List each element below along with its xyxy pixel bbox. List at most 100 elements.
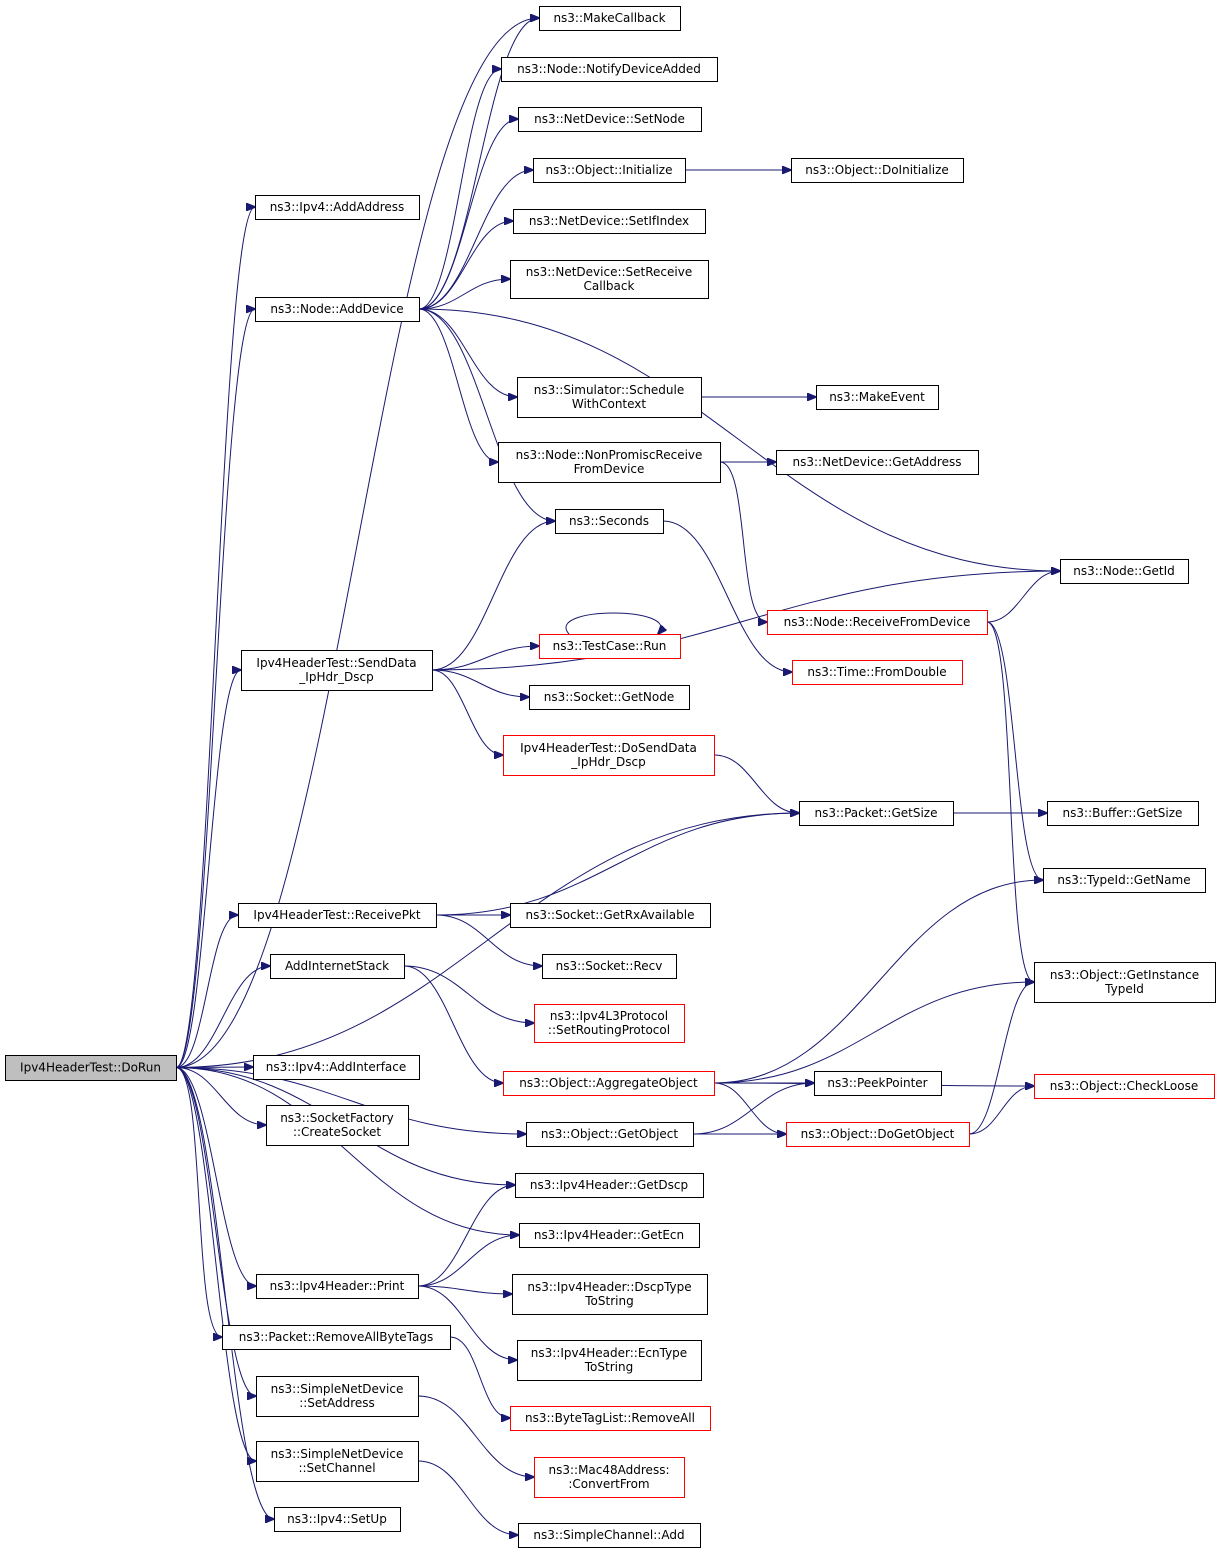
graph-node-box bbox=[515, 1173, 704, 1198]
graph-node-label: ns3::Object::DoGetObject bbox=[801, 1127, 955, 1141]
graph-node-label: ns3::Ipv4Header::GetDscp bbox=[530, 1178, 688, 1192]
graph-node-peekPointer[interactable]: ns3::PeekPointer bbox=[814, 1071, 942, 1096]
graph-node-socketRecv[interactable]: ns3::Socket::Recv bbox=[542, 954, 677, 979]
graph-node-box bbox=[1043, 868, 1206, 893]
graph-node-packetGetSize[interactable]: ns3::Packet::GetSize bbox=[799, 801, 954, 826]
graph-node-receivePkt[interactable]: Ipv4HeaderTest::ReceivePkt bbox=[238, 903, 437, 928]
graph-node-label: :ConvertFrom bbox=[568, 1477, 649, 1491]
graph-node-addInternetStack[interactable]: AddInternetStack bbox=[270, 954, 405, 979]
graph-node-getDscp[interactable]: ns3::Ipv4Header::GetDscp bbox=[515, 1173, 704, 1198]
graph-node-doRun[interactable]: Ipv4HeaderTest::DoRun bbox=[5, 1055, 177, 1081]
graph-node-getRxAvailable[interactable]: ns3::Socket::GetRxAvailable bbox=[510, 903, 711, 928]
graph-node-box bbox=[786, 1122, 970, 1147]
graph-node-notifyDeviceAdded[interactable]: ns3::Node::NotifyDeviceAdded bbox=[501, 57, 718, 82]
graph-node-ipv4SetUp[interactable]: ns3::Ipv4::SetUp bbox=[274, 1507, 401, 1532]
graph-node-label: ::SetChannel bbox=[298, 1461, 375, 1475]
graph-node-getEcn[interactable]: ns3::Ipv4Header::GetEcn bbox=[519, 1223, 700, 1248]
call-edge-addDevice-to-setNode bbox=[418, 119, 518, 310]
graph-node-aggregateObject[interactable]: ns3::Object::AggregateObject bbox=[503, 1071, 715, 1096]
graph-node-setIfIndex[interactable]: ns3::NetDevice::SetIfIndex bbox=[513, 209, 706, 234]
graph-node-byteTagListRemoveAll[interactable]: ns3::ByteTagList::RemoveAll bbox=[510, 1406, 711, 1431]
graph-node-doGetObject[interactable]: ns3::Object::DoGetObject bbox=[786, 1122, 970, 1147]
graph-node-box bbox=[539, 634, 681, 659]
graph-node-receiveFromDevice[interactable]: ns3::Node::ReceiveFromDevice bbox=[767, 610, 988, 635]
graph-node-box bbox=[274, 1507, 401, 1532]
graph-node-label: _IpHdr_Dscp bbox=[570, 755, 645, 769]
graph-node-setRoutingProtocol[interactable]: ns3::Ipv4L3Protocol::SetRoutingProtocol bbox=[534, 1004, 685, 1043]
call-edge-addInternetStack-to-setRoutingProtocol bbox=[403, 965, 534, 1023]
graph-node-testCaseRun[interactable]: ns3::TestCase::Run bbox=[539, 634, 681, 659]
graph-node-headerPrint[interactable]: ns3::Ipv4Header::Print bbox=[256, 1274, 419, 1299]
call-edge-receiveFromDevice-to-nodeGetId bbox=[986, 571, 1060, 623]
graph-node-label: ToString bbox=[584, 1360, 633, 1374]
graph-node-box bbox=[256, 1441, 419, 1482]
graph-node-box bbox=[529, 685, 690, 710]
graph-node-box bbox=[241, 650, 433, 691]
graph-node-getObject[interactable]: ns3::Object::GetObject bbox=[526, 1122, 694, 1147]
call-edge-doRun-to-makeCallback bbox=[175, 18, 539, 1068]
graph-node-addAddress[interactable]: ns3::Ipv4::AddAddress bbox=[255, 195, 420, 220]
graph-node-box bbox=[792, 660, 963, 685]
graph-node-label: ns3::Node::ReceiveFromDevice bbox=[784, 615, 971, 629]
call-edge-aggregateObject-to-getInstanceTypeId bbox=[713, 982, 1034, 1084]
graph-node-label: ns3::TypeId::GetName bbox=[1057, 873, 1190, 887]
graph-node-sendData[interactable]: Ipv4HeaderTest::SendData_IpHdr_Dscp bbox=[241, 650, 433, 691]
graph-node-box bbox=[517, 1340, 702, 1381]
call-edge-addDevice-to-scheduleWithContext bbox=[418, 308, 517, 397]
graph-node-label: ns3::SimpleNetDevice bbox=[271, 1447, 404, 1461]
call-edge-headerPrint-to-ecnTypeToString bbox=[417, 1285, 517, 1360]
call-edge-doGetObject-to-checkLoose bbox=[968, 1086, 1034, 1135]
graph-node-addInterface[interactable]: ns3::Ipv4::AddInterface bbox=[253, 1055, 420, 1080]
graph-node-objInitialize[interactable]: ns3::Object::Initialize bbox=[533, 158, 686, 183]
graph-node-label: ns3::Ipv4::AddInterface bbox=[266, 1060, 407, 1074]
graph-node-simpleSetAddress[interactable]: ns3::SimpleNetDevice::SetAddress bbox=[256, 1376, 419, 1417]
graph-node-box bbox=[517, 377, 702, 418]
graph-node-makeEvent[interactable]: ns3::MakeEvent bbox=[816, 385, 939, 410]
graph-node-seconds[interactable]: ns3::Seconds bbox=[555, 509, 664, 534]
graph-node-bufferGetSize[interactable]: ns3::Buffer::GetSize bbox=[1047, 801, 1199, 826]
graph-node-box bbox=[255, 195, 420, 220]
graph-node-box bbox=[513, 209, 706, 234]
call-edge-headerPrint-to-getDscp bbox=[417, 1185, 515, 1287]
graph-node-box bbox=[534, 1457, 685, 1498]
graph-node-addDevice[interactable]: ns3::Node::AddDevice bbox=[255, 297, 420, 322]
graph-node-box bbox=[5, 1055, 177, 1081]
graph-node-label: Callback bbox=[584, 279, 635, 293]
graph-node-checkLoose[interactable]: ns3::Object::CheckLoose bbox=[1034, 1074, 1215, 1099]
graph-node-convertFrom[interactable]: ns3::Mac48Address::ConvertFrom bbox=[534, 1457, 685, 1498]
graph-node-createSocket[interactable]: ns3::SocketFactory::CreateSocket bbox=[266, 1105, 409, 1146]
graph-node-simpleSetChannel[interactable]: ns3::SimpleNetDevice::SetChannel bbox=[256, 1441, 419, 1482]
graph-node-box bbox=[266, 1105, 409, 1146]
graph-node-setNode[interactable]: ns3::NetDevice::SetNode bbox=[518, 107, 702, 132]
graph-node-simpleChannelAdd[interactable]: ns3::SimpleChannel::Add bbox=[518, 1523, 701, 1548]
graph-node-getAddress[interactable]: ns3::NetDevice::GetAddress bbox=[776, 450, 979, 475]
call-edge-addDevice-to-nodeGetId bbox=[418, 308, 1060, 571]
graph-node-typeIdGetName[interactable]: ns3::TypeId::GetName bbox=[1043, 868, 1206, 893]
graph-node-fromDouble[interactable]: ns3::Time::FromDouble bbox=[792, 660, 963, 685]
graph-node-label: ns3::Socket::GetRxAvailable bbox=[526, 908, 695, 922]
graph-node-objDoInitialize[interactable]: ns3::Object::DoInitialize bbox=[791, 158, 964, 183]
graph-node-box bbox=[518, 107, 702, 132]
graph-node-box bbox=[776, 450, 979, 475]
graph-node-label: ns3::SocketFactory bbox=[280, 1111, 394, 1125]
graph-node-box bbox=[255, 297, 420, 322]
graph-node-label: ns3::Ipv4Header::GetEcn bbox=[534, 1228, 684, 1242]
graph-node-label: ns3::MakeEvent bbox=[829, 390, 925, 404]
graph-node-removeAllByteTags[interactable]: ns3::Packet::RemoveAllByteTags bbox=[222, 1325, 451, 1350]
graph-node-label: ns3::Seconds bbox=[569, 514, 649, 528]
graph-node-box bbox=[498, 442, 721, 483]
graph-node-box bbox=[238, 903, 437, 928]
graph-node-socketGetNode[interactable]: ns3::Socket::GetNode bbox=[529, 685, 690, 710]
graph-node-nodeGetId[interactable]: ns3::Node::GetId bbox=[1060, 559, 1189, 584]
graph-node-box bbox=[510, 903, 711, 928]
graph-node-doSendData[interactable]: Ipv4HeaderTest::DoSendData_IpHdr_Dscp bbox=[503, 735, 715, 776]
graph-node-makeCallback[interactable]: ns3::MakeCallback bbox=[539, 6, 681, 31]
graph-node-label: ns3::Node::NotifyDeviceAdded bbox=[517, 62, 701, 76]
graph-node-box bbox=[510, 260, 709, 299]
